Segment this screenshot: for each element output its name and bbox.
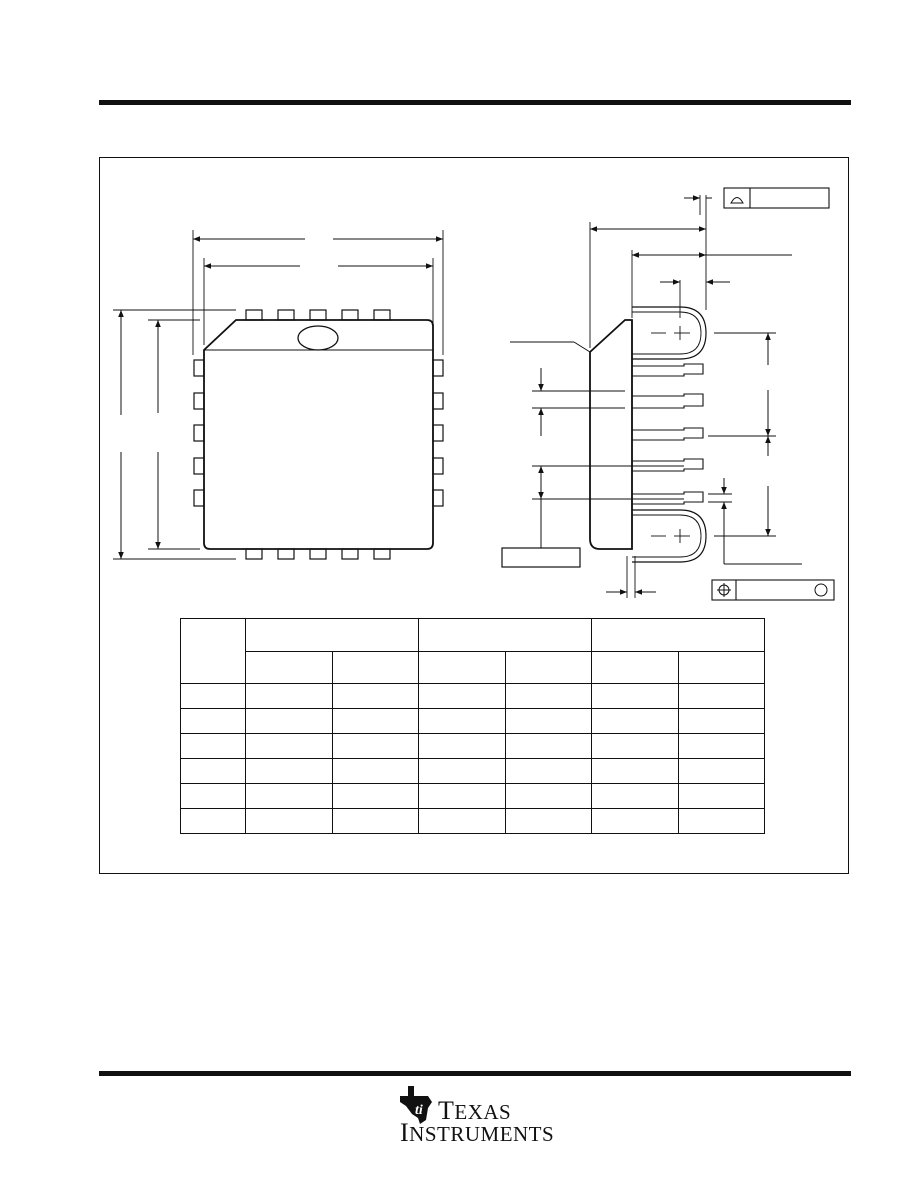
- max-cell: [504, 651, 592, 684]
- table-row: [180, 808, 765, 834]
- lead-center-marks: [651, 326, 690, 543]
- table-row: [180, 758, 765, 784]
- header-group-cell: [245, 618, 419, 652]
- position-frame: [711, 579, 835, 601]
- flatness-frame: [723, 187, 830, 209]
- min-cell: [591, 651, 679, 684]
- top-view: [113, 230, 444, 560]
- bottom-leads: [245, 548, 391, 560]
- side-dimension-lines: [510, 195, 802, 595]
- flatness-icon: [730, 197, 744, 204]
- max-cell: [331, 651, 419, 684]
- header-group-cell: [591, 618, 765, 652]
- logo-line-texas: TEXAS: [438, 1096, 512, 1125]
- dimension-table: [180, 618, 765, 834]
- side-extension-lines: [532, 195, 776, 598]
- ti-state-icon: ti: [400, 1086, 432, 1124]
- table-header-row: [180, 618, 765, 684]
- side-body: [589, 319, 633, 550]
- dimension-lines: [118, 236, 443, 559]
- pin1-indicator: [297, 325, 339, 351]
- table-subheader-row: [181, 651, 765, 684]
- circle-modifier: [814, 583, 828, 597]
- package-body: [203, 319, 434, 550]
- j-lead-bottom: [632, 509, 707, 563]
- side-view: [501, 187, 835, 601]
- texas-instruments-logo: ti TEXAS INSTRUMENTS: [398, 1084, 558, 1146]
- table-row: [180, 733, 765, 759]
- side-leads: [632, 363, 704, 505]
- table-row: [180, 683, 765, 709]
- table-row: [180, 708, 765, 734]
- right-leads: [432, 359, 444, 507]
- header-group-cell: [418, 618, 592, 652]
- top-leads: [245, 309, 391, 321]
- dimension-label-cell: [180, 618, 246, 684]
- top-rule: [99, 100, 851, 105]
- min-cell: [418, 651, 506, 684]
- package-drawing-frame: [99, 157, 849, 874]
- table-row: [180, 783, 765, 809]
- bottom-rule: [99, 1071, 851, 1076]
- max-cell: [677, 651, 765, 684]
- min-cell: [245, 651, 333, 684]
- logo-line-instruments: INSTRUMENTS: [400, 1118, 555, 1147]
- left-leads: [193, 359, 205, 507]
- j-lead-top: [632, 306, 707, 360]
- svg-text:ti: ti: [415, 1103, 423, 1118]
- seating-plane-box: [501, 547, 581, 568]
